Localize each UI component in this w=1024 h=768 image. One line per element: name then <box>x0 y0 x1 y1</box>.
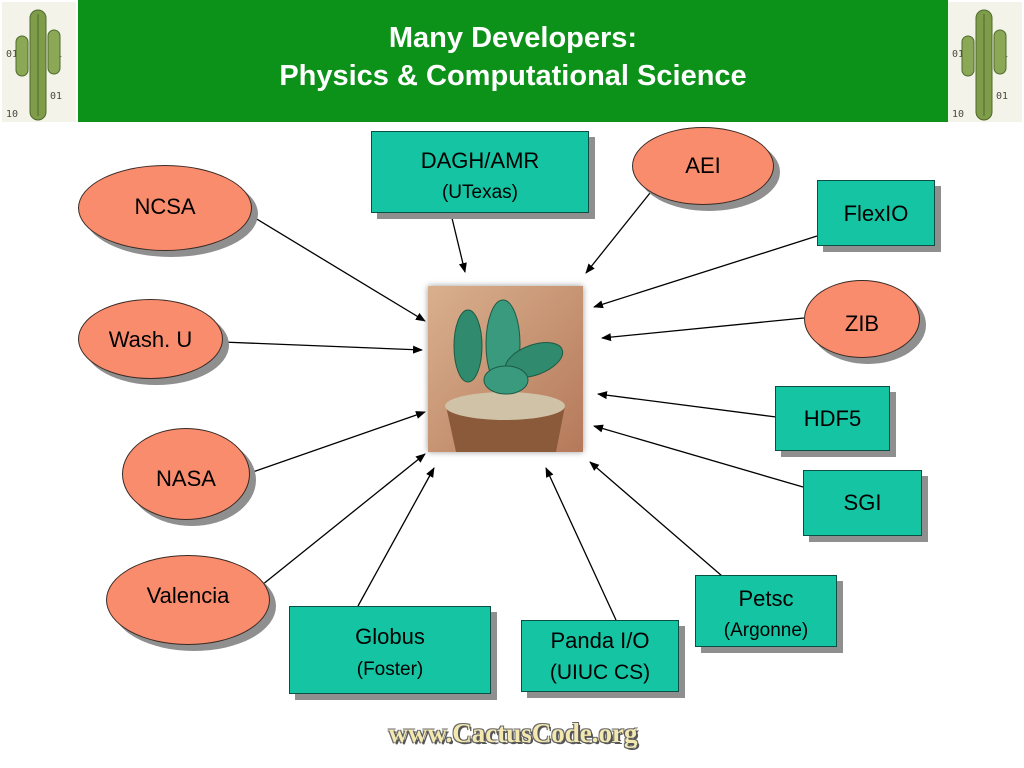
slide-title-line-1: Many Developers: <box>388 22 638 54</box>
arrow-nasa <box>249 411 426 474</box>
arrow-flexio <box>593 235 818 309</box>
node-ncsa: NCSA <box>78 165 252 251</box>
slide-header: Many Developers: Physics & Computational… <box>78 0 948 122</box>
node-sgi: SGI <box>803 470 922 536</box>
node-globus: Globus (Foster) <box>289 606 491 694</box>
cactus-photo <box>428 286 583 452</box>
node-zib: ZIB <box>804 280 920 358</box>
footer-url[interactable]: www.CactusCode.org <box>388 718 638 748</box>
arrow-panda <box>545 467 617 621</box>
arrow-globus <box>357 467 435 607</box>
node-flexio: FlexIO <box>817 180 935 246</box>
binary-text-right: 010 10 10 10 <box>952 49 971 120</box>
arrow-ncsa <box>249 214 426 322</box>
cactus-icon <box>15 9 61 121</box>
cactus-logo-right: 010 10 10 10 11 01 010 10 00 011 <box>948 2 1022 122</box>
node-valencia: Valencia <box>106 555 270 645</box>
arrow-petsc <box>589 461 723 577</box>
cactus-logo-left: 010 10 10 10 11 01 010 10 00 011 <box>2 2 76 122</box>
arrow-aei <box>585 192 651 274</box>
node-aei: AEI <box>632 127 774 205</box>
arrow-washu <box>221 341 423 354</box>
arrow-hdf5 <box>597 391 777 418</box>
node-wash-u: Wash. U <box>78 299 223 379</box>
node-hdf5: HDF5 <box>775 386 890 451</box>
arrow-sgi <box>593 424 804 488</box>
node-panda-io: Panda I/O (UIUC CS) <box>521 620 679 692</box>
binary-text-left: 010 10 10 10 <box>6 49 25 120</box>
arrow-valencia <box>261 453 426 586</box>
cactus-icon <box>961 9 1007 121</box>
node-petsc: Petsc (Argonne) <box>695 575 837 647</box>
cactus-plant-icon <box>428 286 583 452</box>
arrow-dagh <box>450 213 467 273</box>
arrow-zib <box>601 317 805 342</box>
slide-title-line-2: Physics & Computational Science <box>279 60 747 92</box>
node-nasa: NASA <box>122 428 250 520</box>
node-dagh-amr: DAGH/AMR (UTexas) <box>371 131 589 213</box>
